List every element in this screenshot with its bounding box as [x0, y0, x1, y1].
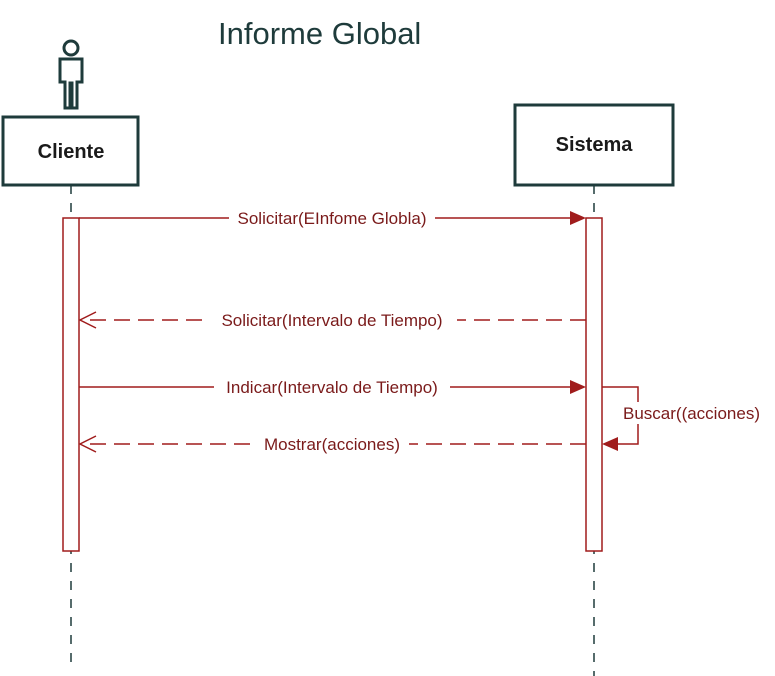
message-label: Indicar(Intervalo de Tiempo) — [226, 378, 438, 397]
message-arrow: Solicitar(EInfome Globla) — [79, 207, 586, 229]
participant-sistema: Sistema — [513, 103, 675, 187]
activation-bar-sistema — [585, 217, 603, 552]
message-arrow: Solicitar(Intervalo de Tiempo) — [78, 309, 586, 331]
message-label: Solicitar(Intervalo de Tiempo) — [221, 311, 442, 330]
participant-cliente: Cliente — [1, 115, 140, 187]
participant-label: Cliente — [38, 141, 105, 163]
actor-icon — [58, 39, 84, 110]
message-label: Buscar((acciones) — [623, 404, 760, 423]
message-label: Mostrar(acciones) — [264, 435, 400, 454]
message-arrow: Mostrar(acciones) — [78, 433, 586, 455]
participant-label: Sistema — [556, 134, 634, 156]
activation-bar-cliente — [62, 217, 80, 552]
diagram-title: Informe Global — [218, 16, 421, 51]
message-arrow: Indicar(Intervalo de Tiempo) — [79, 376, 586, 398]
message-label: Solicitar(EInfome Globla) — [238, 209, 427, 228]
self-message-arrow: Buscar((acciones) — [602, 386, 768, 451]
